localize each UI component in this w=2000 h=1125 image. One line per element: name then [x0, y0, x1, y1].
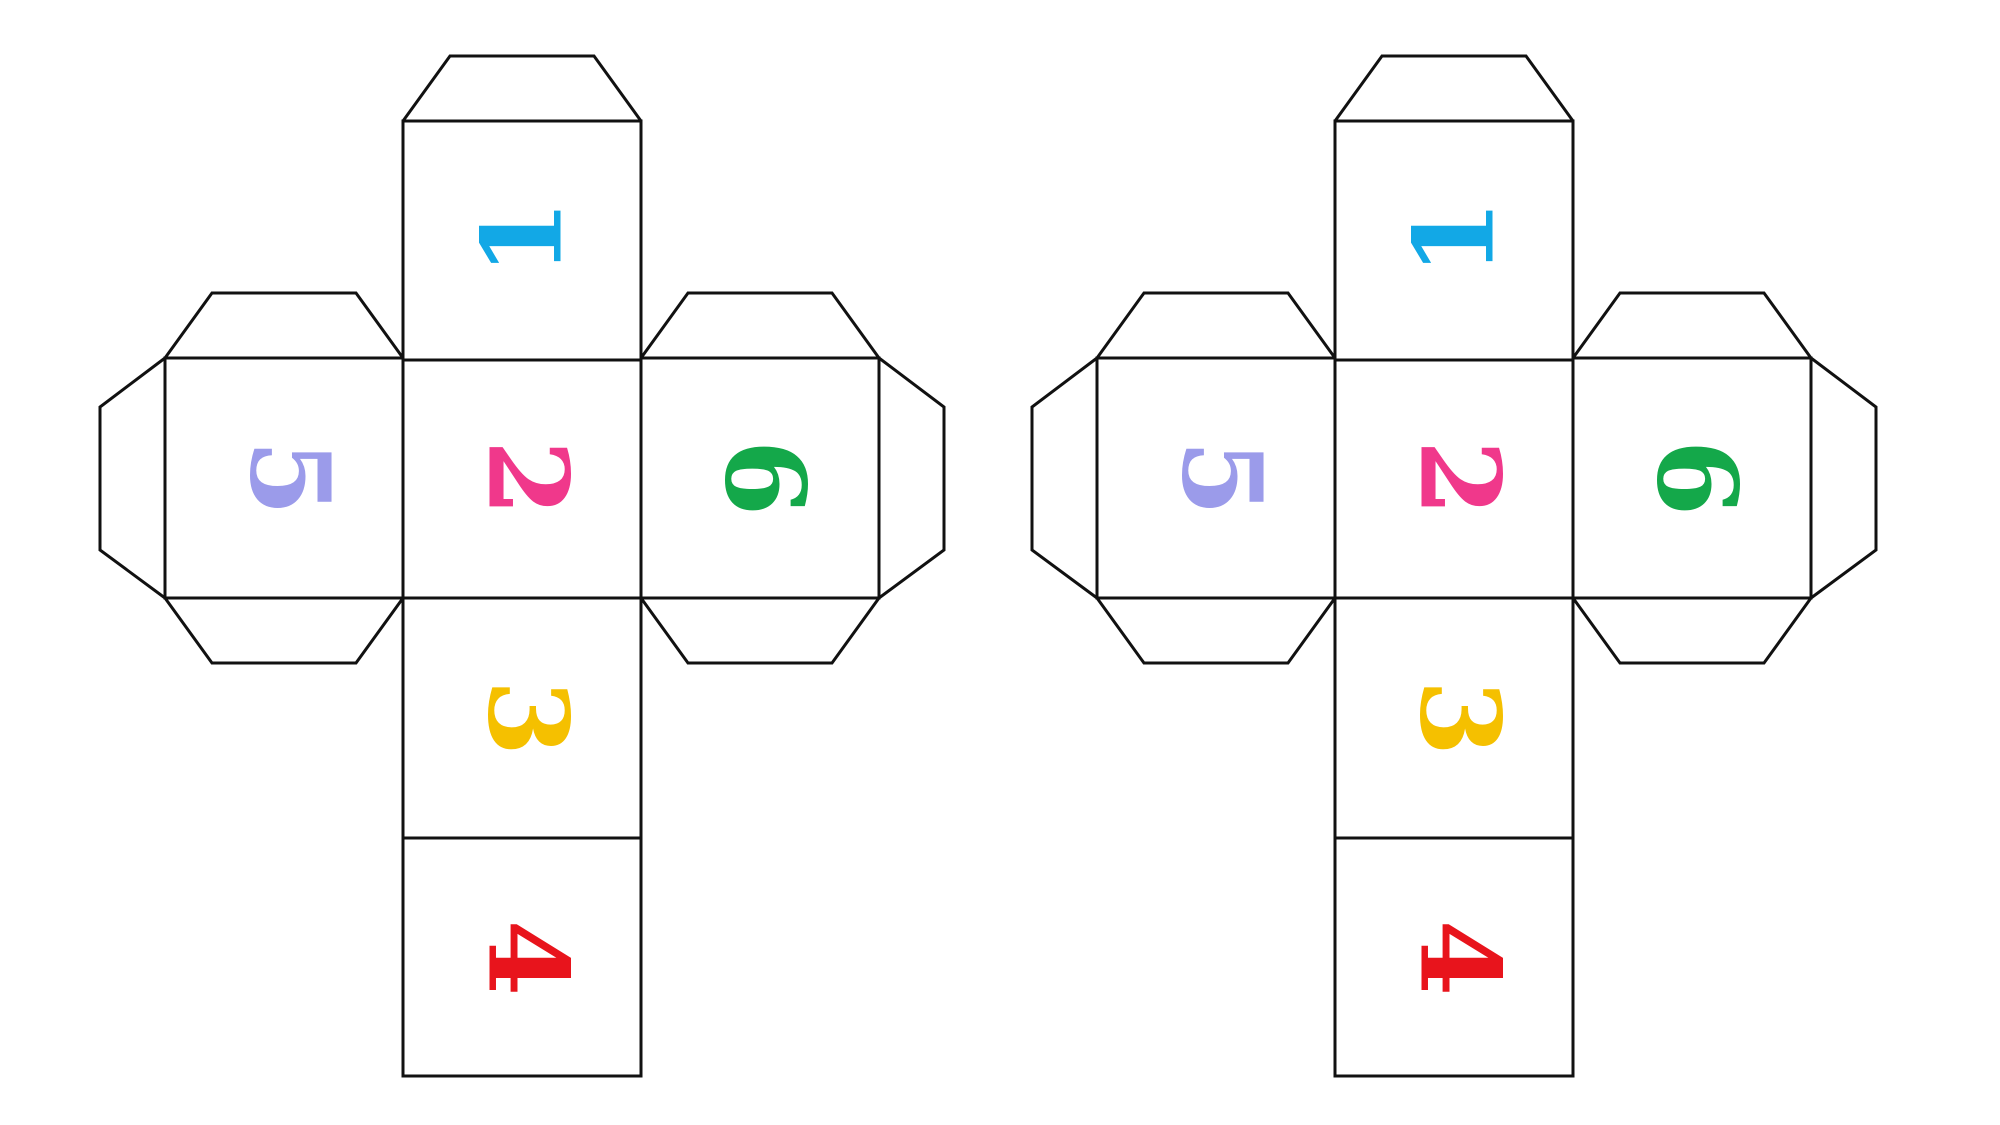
tab-top [1333, 54, 1575, 122]
tab-right-bottom [639, 597, 881, 665]
face-left-square [1095, 356, 1337, 600]
tab-left-side [1030, 356, 1098, 600]
face-right-square [1571, 356, 1813, 600]
face-number-2: 2 [464, 440, 593, 517]
tab-right-side [1810, 356, 1878, 600]
face-numbers: 1 5 2 6 3 4 [226, 200, 830, 997]
dice-net-right: 1 5 2 6 3 4 [1030, 54, 1878, 1078]
face-number-4: 4 [464, 920, 593, 997]
tab-left-bottom [1095, 597, 1337, 665]
face-bottom-square [1333, 836, 1575, 1078]
face-number-3: 3 [464, 680, 593, 757]
dice-net-left: 1 5 2 6 3 4 [98, 54, 946, 1078]
tab-top [401, 54, 643, 122]
face-number-5: 5 [226, 440, 355, 517]
face-bottom-square [401, 836, 643, 1078]
face-left-square [163, 356, 405, 600]
face-number-1: 1 [458, 200, 587, 277]
face-number-3: 3 [1396, 680, 1525, 757]
face-number-6: 6 [1633, 440, 1762, 517]
tab-right-top [639, 291, 881, 359]
tab-right-side [878, 356, 946, 600]
face-right-square [639, 356, 881, 600]
tab-right-bottom [1571, 597, 1813, 665]
tab-right-top [1571, 291, 1813, 359]
face-number-2: 2 [1396, 440, 1525, 517]
tab-left-top [1095, 291, 1337, 359]
tab-left-top [163, 291, 405, 359]
face-number-4: 4 [1396, 920, 1525, 997]
net-outline [1030, 54, 1878, 1078]
face-number-6: 6 [701, 440, 830, 517]
tab-left-bottom [163, 597, 405, 665]
face-numbers: 1 5 2 6 3 4 [1158, 200, 1762, 997]
tab-left-side [98, 356, 166, 600]
net-outline [98, 54, 946, 1078]
face-number-5: 5 [1158, 440, 1287, 517]
face-number-1: 1 [1390, 200, 1519, 277]
